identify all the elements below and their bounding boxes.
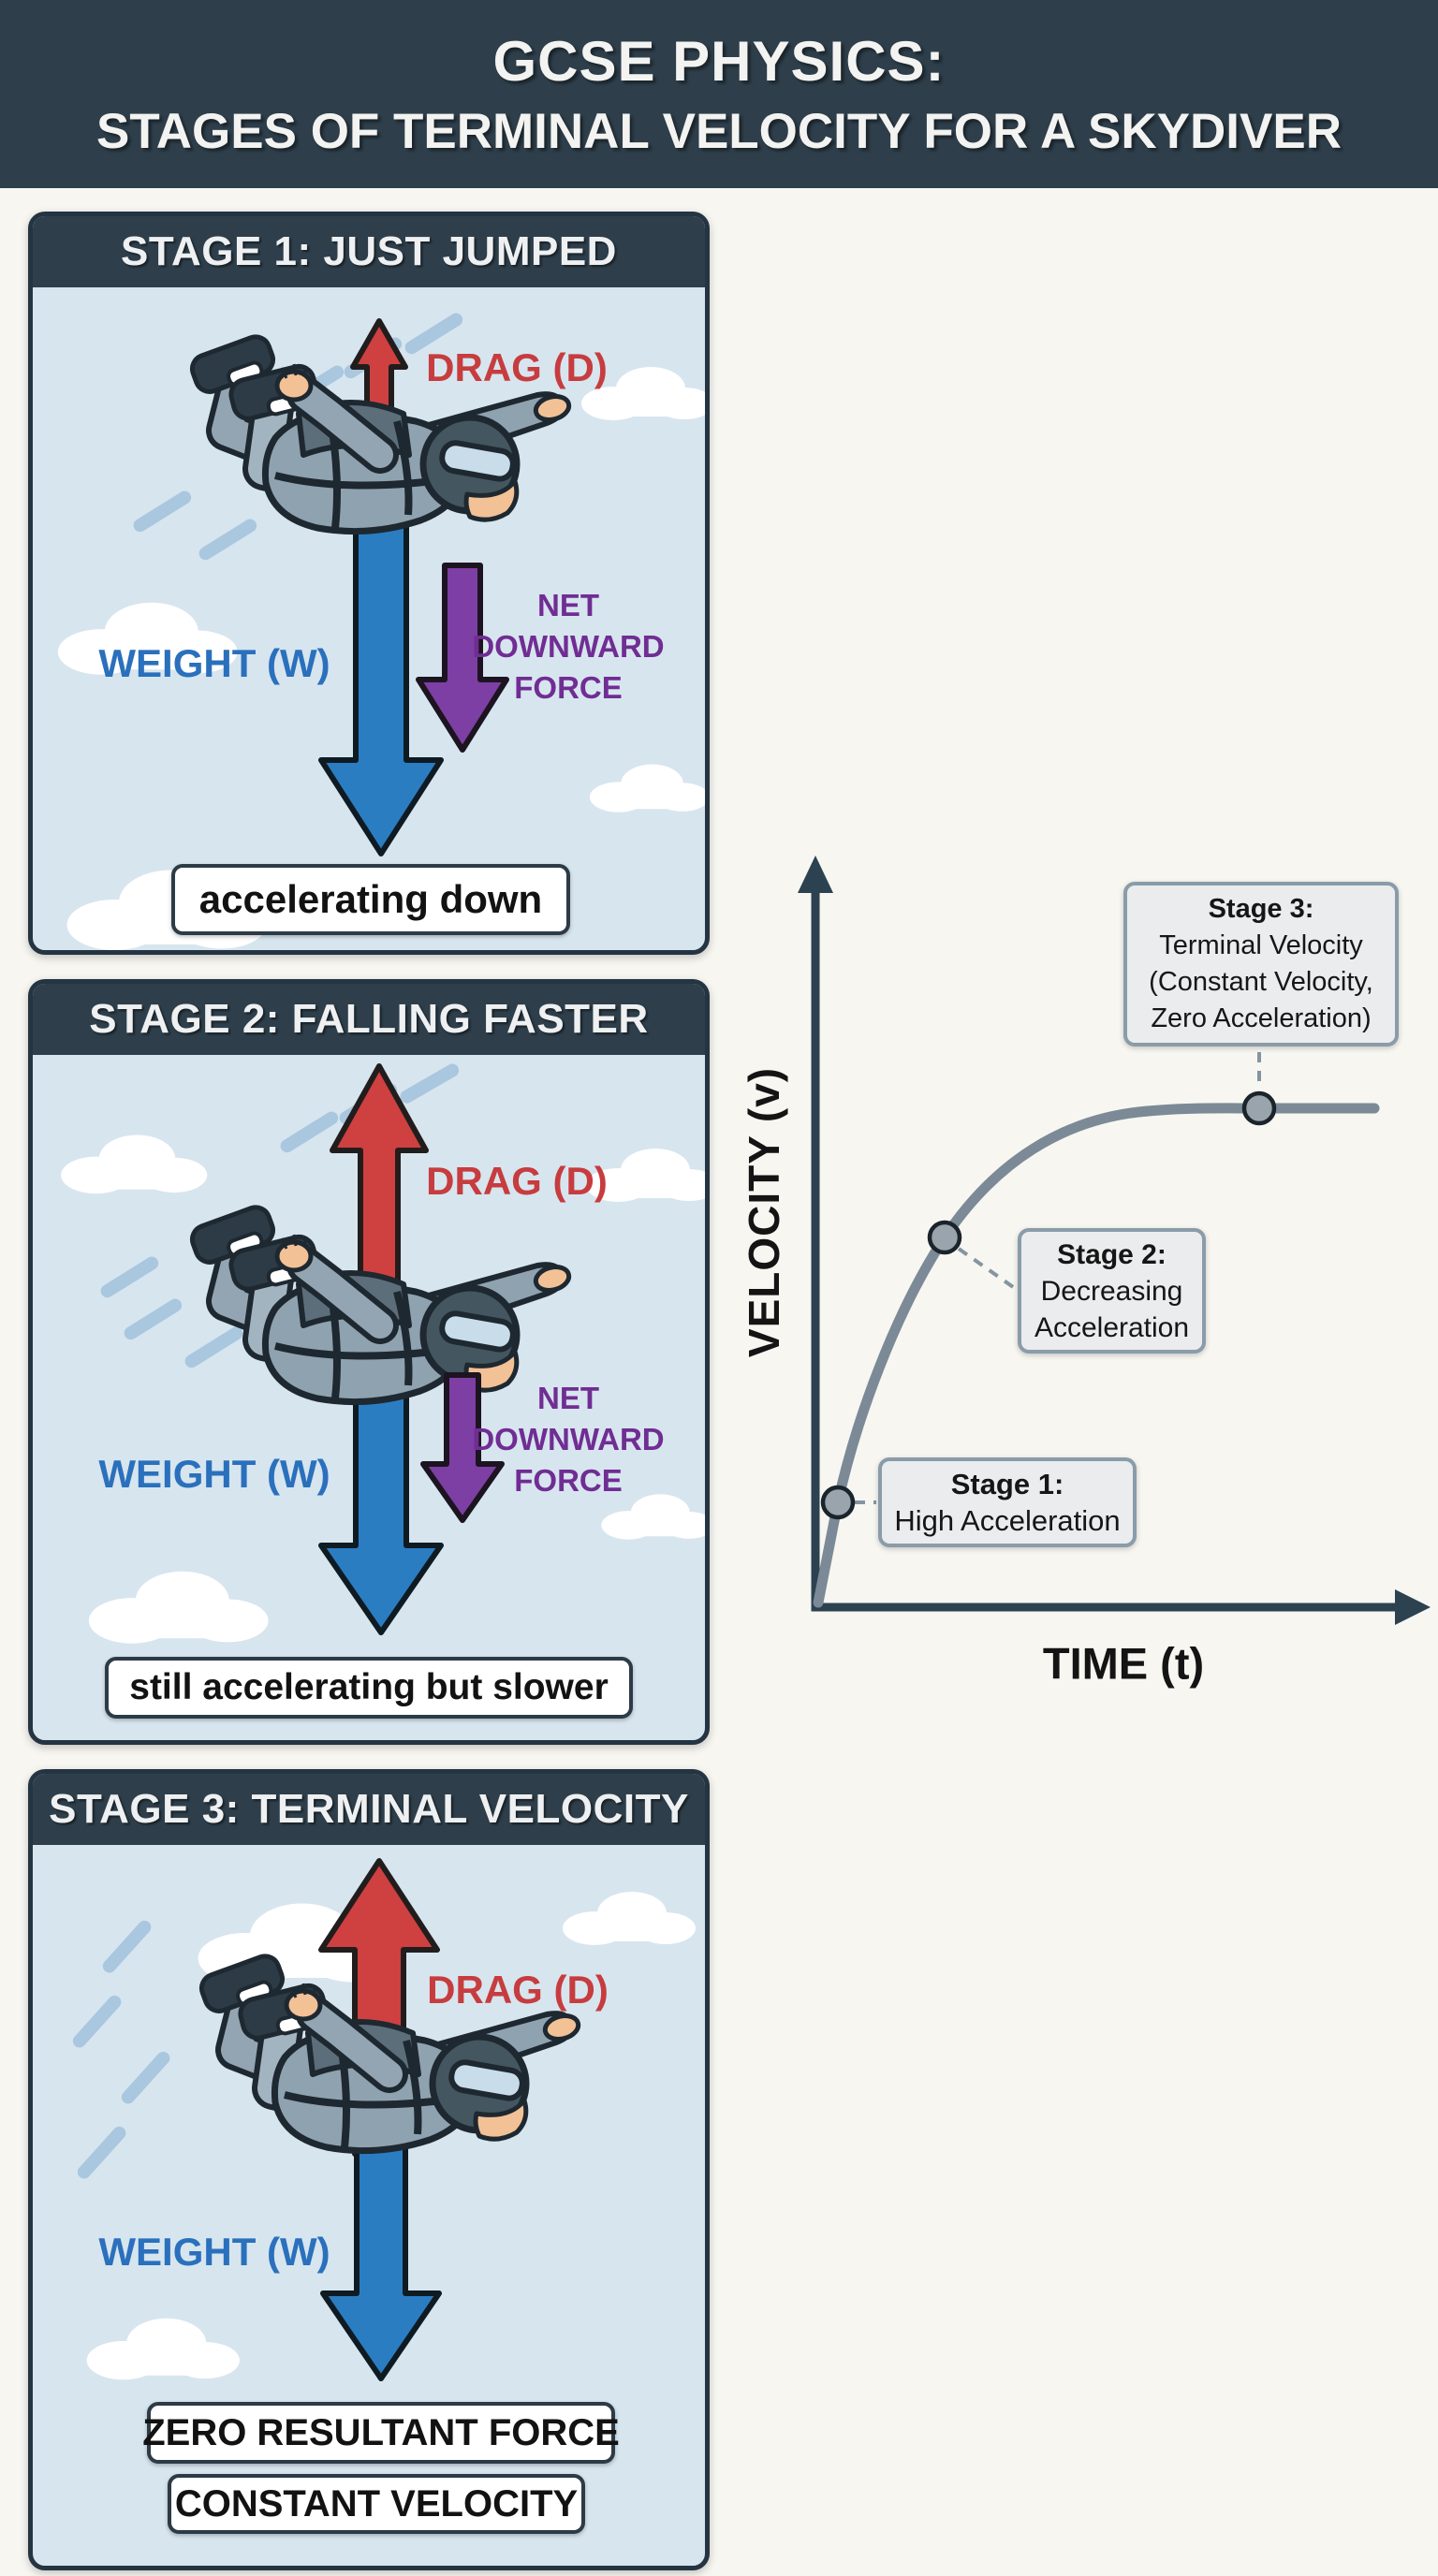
speed-lines-icon xyxy=(70,1917,173,2182)
net-force-line: FORCE xyxy=(514,1463,623,1498)
weight-label: WEIGHT (W) xyxy=(98,641,330,685)
title-line-1: GCSE PHYSICS: xyxy=(492,29,946,93)
annotation-line: (Constant Velocity, xyxy=(1149,967,1373,997)
stage-1-illustration xyxy=(57,310,705,950)
stage-3-illustration xyxy=(70,1858,696,2381)
weight-arrow-icon xyxy=(318,500,444,856)
annotation-stage-1: Stage 1: High Acceleration xyxy=(878,1457,1137,1547)
annotation-line: Decreasing xyxy=(1040,1275,1183,1307)
stage-3-marker xyxy=(1241,1090,1277,1126)
velocity-axis-label: VELOCITY (v) xyxy=(740,1066,788,1358)
graph-canvas xyxy=(798,856,1431,1625)
net-force-arrow-icon xyxy=(420,1372,505,1523)
stage-2-caption: still accelerating but slower xyxy=(105,1657,633,1719)
dashed-connector-stage-2 xyxy=(957,1247,1018,1291)
annotation-title: Stage 1: xyxy=(950,1468,1064,1500)
drag-label: DRAG (D) xyxy=(427,1968,609,2012)
net-force-line: NET xyxy=(537,1381,599,1415)
net-force-label: NET DOWNWARD FORCE xyxy=(472,585,664,709)
stage-2-illustration xyxy=(61,1061,705,1644)
stage-3-header: STAGE 3: TERMINAL VELOCITY xyxy=(33,1774,705,1845)
stage-2-header: STAGE 2: FALLING FASTER xyxy=(33,984,705,1055)
annotation-line: Terminal Velocity xyxy=(1159,930,1363,960)
velocity-time-graph: Stage 1: High Acceleration Stage 2: Decr… xyxy=(740,842,1438,1694)
stage-1-sky: DRAG (D) WEIGHT (W) NET DOWNWARD FORCE a… xyxy=(33,287,705,950)
weight-label: WEIGHT (W) xyxy=(98,1452,330,1496)
title-line-2: STAGES OF TERMINAL VELOCITY FOR A SKYDIV… xyxy=(95,103,1343,159)
weight-arrow-icon xyxy=(320,2132,442,2381)
annotation-title: Stage 2: xyxy=(1057,1238,1167,1270)
stage-2-panel: STAGE 2: FALLING FASTER xyxy=(28,979,710,1745)
title-banner: GCSE PHYSICS: STAGES OF TERMINAL VELOCIT… xyxy=(0,0,1438,188)
stage-1-panel: STAGE 1: JUST JUMPED xyxy=(28,212,710,955)
stage-3-panel: STAGE 3: TERMINAL VELOCITY xyxy=(28,1769,710,2570)
stage-2-marker xyxy=(927,1220,962,1255)
stage-2-sky: DRAG (D) WEIGHT (W) NET DOWNWARD FORCE s… xyxy=(33,1055,705,1740)
weight-arrow-icon xyxy=(318,1380,444,1635)
annotation-line: Zero Acceleration) xyxy=(1151,1003,1372,1033)
net-force-line: DOWNWARD xyxy=(472,629,665,664)
annotation-stage-2: Stage 2: Decreasing Acceleration xyxy=(1018,1228,1206,1354)
annotation-line: High Acceleration xyxy=(894,1504,1121,1537)
annotation-title: Stage 3: xyxy=(1208,894,1314,924)
annotation-stage-3: Stage 3: Terminal Velocity (Constant Vel… xyxy=(1123,882,1399,1046)
net-force-line: FORCE xyxy=(514,670,623,705)
stage-1-marker xyxy=(820,1485,856,1520)
stage-3-caption-zero-resultant-force: ZERO RESULTANT FORCE xyxy=(142,2402,620,2464)
stage-1-caption: accelerating down xyxy=(171,864,570,935)
drag-label: DRAG (D) xyxy=(426,345,608,389)
net-force-line: DOWNWARD xyxy=(472,1422,665,1456)
time-axis-label: TIME (t) xyxy=(1042,1638,1205,1689)
weight-label: WEIGHT (W) xyxy=(98,2230,330,2274)
stage-3-sky: DRAG (D) WEIGHT (W) ZERO RESULTANT FORCE… xyxy=(33,1845,705,2566)
y-axis-arrow-icon xyxy=(798,856,833,893)
net-force-arrow-icon xyxy=(416,563,509,753)
stage-1-header: STAGE 1: JUST JUMPED xyxy=(33,216,705,287)
net-force-label: NET DOWNWARD FORCE xyxy=(472,1378,664,1501)
stage-3-caption-constant-velocity: CONSTANT VELOCITY xyxy=(168,2474,585,2534)
annotation-line: Acceleration xyxy=(1034,1311,1190,1343)
drag-label: DRAG (D) xyxy=(426,1159,608,1203)
net-force-line: NET xyxy=(537,588,599,622)
x-axis-arrow-icon xyxy=(1395,1589,1431,1625)
